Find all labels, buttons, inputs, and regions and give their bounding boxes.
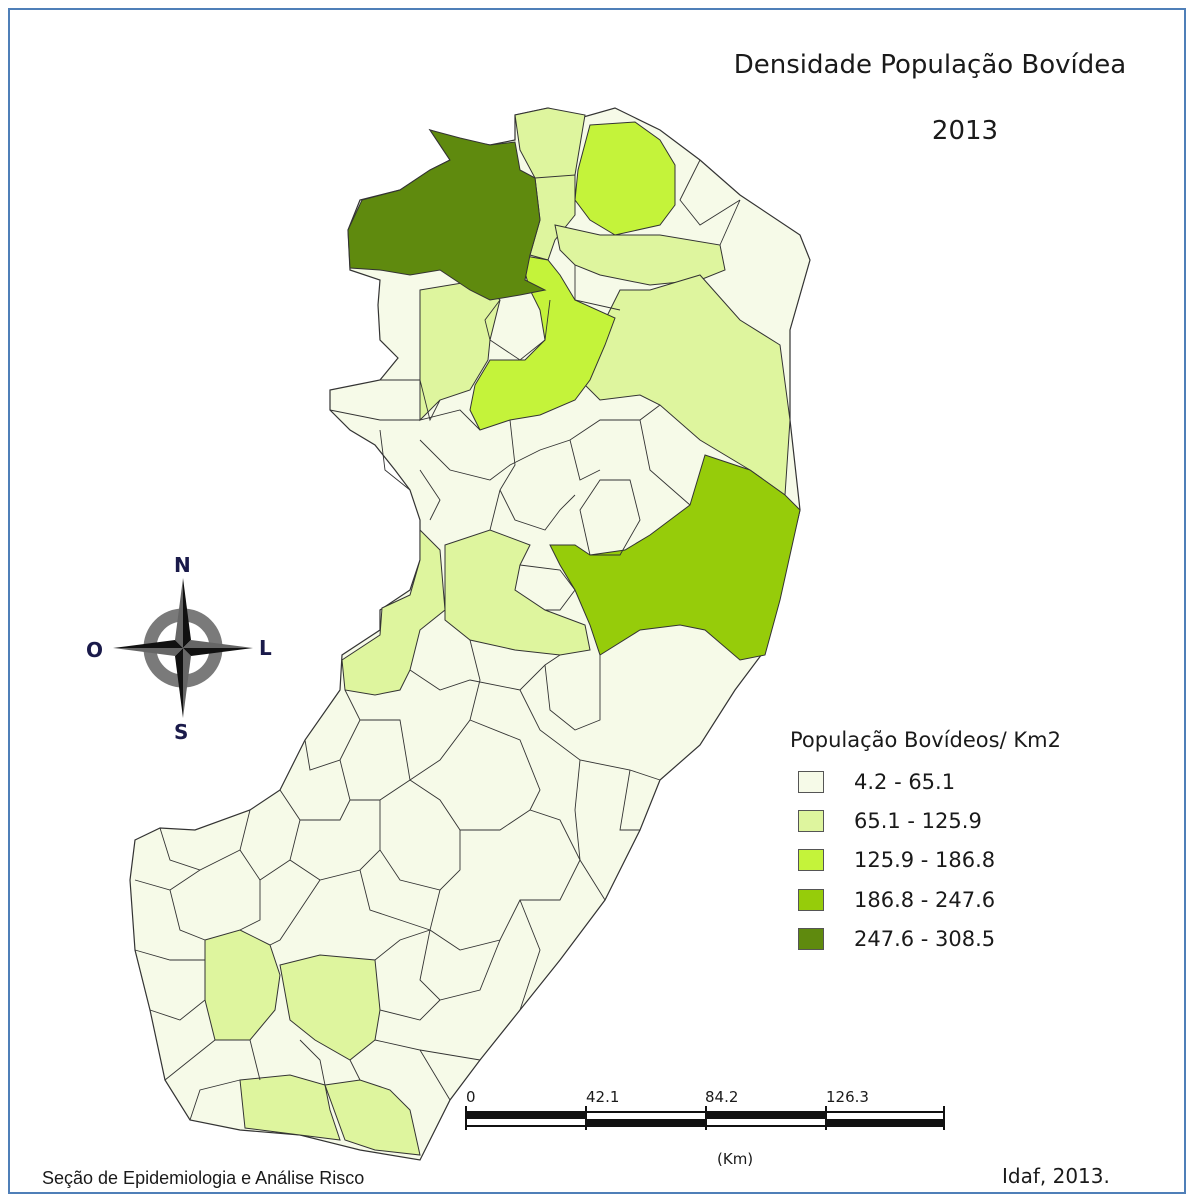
legend-item: 247.6 - 308.5 bbox=[798, 927, 995, 951]
region-class-2 bbox=[341, 528, 446, 696]
compass-south-label: S bbox=[174, 720, 189, 744]
compass-east-label: L bbox=[259, 636, 272, 660]
map-title: Densidade População Bovídea bbox=[733, 50, 1127, 80]
region-class-4 bbox=[549, 454, 801, 661]
region-class-2 bbox=[204, 929, 281, 1041]
legend-swatch bbox=[798, 889, 824, 911]
legend-item: 65.1 - 125.9 bbox=[798, 809, 982, 833]
compass-icon bbox=[113, 578, 253, 718]
legend-swatch bbox=[798, 928, 824, 950]
legend-label: 65.1 - 125.9 bbox=[854, 809, 982, 833]
compass-west-label: O bbox=[86, 638, 104, 662]
municipal-boundaries bbox=[134, 159, 741, 1121]
legend-label: 125.9 - 186.8 bbox=[854, 848, 996, 872]
legend-swatch bbox=[798, 810, 824, 832]
legend-item: 186.8 - 247.6 bbox=[798, 888, 995, 912]
legend-item: 4.2 - 65.1 bbox=[798, 770, 955, 794]
legend-swatch bbox=[798, 849, 824, 871]
region-class-2 bbox=[324, 1079, 421, 1156]
region-class-5 bbox=[347, 129, 547, 301]
region-class-2 bbox=[444, 529, 591, 656]
region-class-3 bbox=[574, 121, 676, 236]
footer-source: Idaf, 2013. bbox=[1002, 1164, 1110, 1188]
scale-tick-label: 42.1 bbox=[586, 1088, 620, 1106]
scale-tick-label: 84.2 bbox=[705, 1088, 739, 1106]
legend-item: 125.9 - 186.8 bbox=[798, 848, 995, 872]
region-class-2 bbox=[239, 1074, 341, 1141]
map-year: 2013 bbox=[931, 116, 999, 146]
legend-title: População Bovídeos/ Km2 bbox=[790, 728, 1061, 752]
scale-tick-label: 0 bbox=[466, 1088, 476, 1106]
compass-north-label: N bbox=[174, 553, 191, 577]
scale-unit-label: (Km) bbox=[717, 1150, 754, 1168]
scale-bar bbox=[465, 1106, 945, 1130]
legend-label: 247.6 - 308.5 bbox=[854, 927, 996, 951]
footer-credit: Seção de Epidemiologia e Análise Risco bbox=[42, 1168, 365, 1188]
legend-label: 186.8 - 247.6 bbox=[854, 888, 996, 912]
scale-tick-label: 126.3 bbox=[826, 1088, 869, 1106]
legend-swatch bbox=[798, 771, 824, 793]
legend-label: 4.2 - 65.1 bbox=[854, 770, 956, 794]
